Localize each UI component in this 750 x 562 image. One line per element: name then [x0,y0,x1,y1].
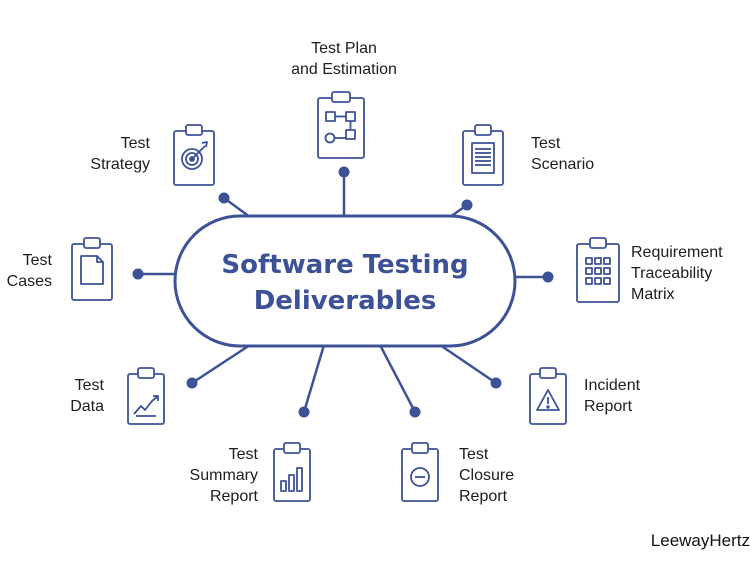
page-clipboard-icon [71,237,113,301]
bar-chart-clipboard-icon [273,442,311,502]
label-test-scenario: Test Scenario [531,135,595,173]
target-clipboard-icon [173,124,215,186]
connector-test-data [191,343,251,385]
label-test-plan: Test Plan and Estimation [291,40,397,78]
center-title-line1: Software Testing [221,250,468,280]
label-test-strategy: Test Strategy [90,135,150,173]
dot-incident [490,377,502,389]
dot-test-scenario [461,199,473,211]
dot-test-strategy [218,192,230,204]
label-test-cases: Test Cases [6,252,52,290]
document-clipboard-icon [462,124,504,186]
connector-incident [439,343,497,385]
grid-clipboard-icon [576,237,620,303]
warning-clipboard-icon [529,367,567,425]
flowchart-clipboard-icon [317,91,365,159]
dot-rtm [542,271,554,283]
connector-test-closure [378,344,417,413]
dot-test-closure [409,406,421,418]
center-title-line2: Deliverables [254,286,437,316]
dot-test-summary [298,406,310,418]
connector-dots [132,166,554,418]
trend-chart-clipboard-icon [127,367,165,425]
label-test-closure: Test Closure Report [459,446,515,505]
dot-test-cases [132,268,144,280]
minus-circle-clipboard-icon [401,442,439,502]
dot-test-plan [338,166,350,178]
dot-test-data [186,377,198,389]
label-test-summary: Test Summary Report [189,446,258,505]
brand-logo-text: LeewayHertz [650,531,750,550]
connector-test-summary [302,344,326,413]
label-rtm: Requirement Traceability Matrix [631,244,723,303]
label-incident-report: Incident Report [584,377,641,415]
label-test-data: Test Data [70,377,104,415]
center-pill [173,214,517,348]
connector-lines [138,172,548,413]
